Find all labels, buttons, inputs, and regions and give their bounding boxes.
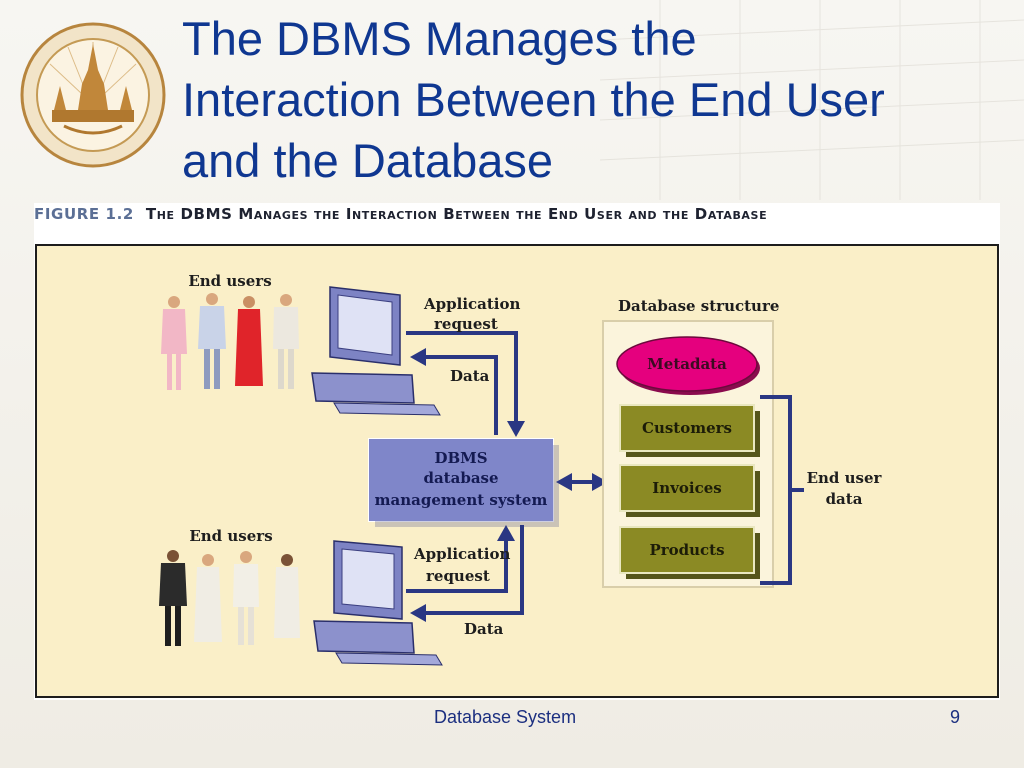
computer-top-icon xyxy=(311,286,441,416)
dbms-label-line-3: management system xyxy=(375,491,548,509)
person-icon xyxy=(274,554,300,638)
app-request-bottom-label-2: request xyxy=(426,567,490,585)
figure-caption: FIGURE 1.2 The DBMS Manages the Interacti… xyxy=(34,203,1000,225)
dbms-diagram: End users Application request Data DBMS … xyxy=(35,244,999,698)
figure-number: FIGURE 1.2 xyxy=(34,205,134,223)
dbms-label-line-1: DBMS xyxy=(434,449,487,467)
end-users-top-group xyxy=(161,293,299,390)
title-line-3: and the Database xyxy=(182,134,554,187)
customers-table-box xyxy=(619,404,755,452)
person-icon xyxy=(233,551,259,645)
products-label: Products xyxy=(649,541,724,559)
title-line-1: The DBMS Manages the xyxy=(182,12,697,65)
person-icon xyxy=(159,550,187,646)
application-request-arrow-bottom xyxy=(406,525,515,593)
end-users-bottom-label: End users xyxy=(189,527,272,545)
end-user-data-label-2: data xyxy=(826,490,863,508)
app-request-top-label-2: request xyxy=(434,315,498,333)
customers-label: Customers xyxy=(642,419,732,437)
figure-caption-text: The DBMS Manages the Interaction Between… xyxy=(145,205,768,223)
computer-bottom-icon xyxy=(313,540,443,666)
data-bottom-label: Data xyxy=(464,620,504,638)
end-users-top-label: End users xyxy=(188,272,271,290)
university-logo xyxy=(20,22,166,168)
application-request-arrow-top xyxy=(406,331,525,437)
data-top-label: Data xyxy=(450,367,490,385)
metadata-label: Metadata xyxy=(647,355,727,373)
metadata-ellipse xyxy=(616,336,758,392)
end-user-data-label-1: End user xyxy=(807,469,883,487)
person-icon xyxy=(161,296,187,390)
footer-text: Database System xyxy=(434,707,577,727)
person-icon xyxy=(194,554,222,642)
data-arrow-top xyxy=(410,348,498,435)
person-icon xyxy=(273,294,299,389)
person-icon xyxy=(235,296,263,386)
products-table-box xyxy=(619,526,755,574)
invoices-table-box xyxy=(619,464,755,512)
slide-title: The DBMS Manages the Interaction Between… xyxy=(182,8,1002,191)
title-line-2: Interaction Between the End User xyxy=(182,73,885,126)
database-structure-label: Database structure xyxy=(618,297,779,315)
data-arrow-bottom xyxy=(410,525,524,622)
end-users-bottom-group xyxy=(159,550,300,646)
app-request-top-label-1: Application xyxy=(423,295,520,313)
dbms-label-line-2: database xyxy=(423,469,498,487)
invoices-label: Invoices xyxy=(652,479,721,497)
person-icon xyxy=(198,293,226,389)
dbms-database-arrow xyxy=(556,473,608,491)
app-request-bottom-label-1: Application xyxy=(413,545,510,563)
page-number: 9 xyxy=(950,707,961,727)
background-architecture-sketch xyxy=(600,0,1024,200)
